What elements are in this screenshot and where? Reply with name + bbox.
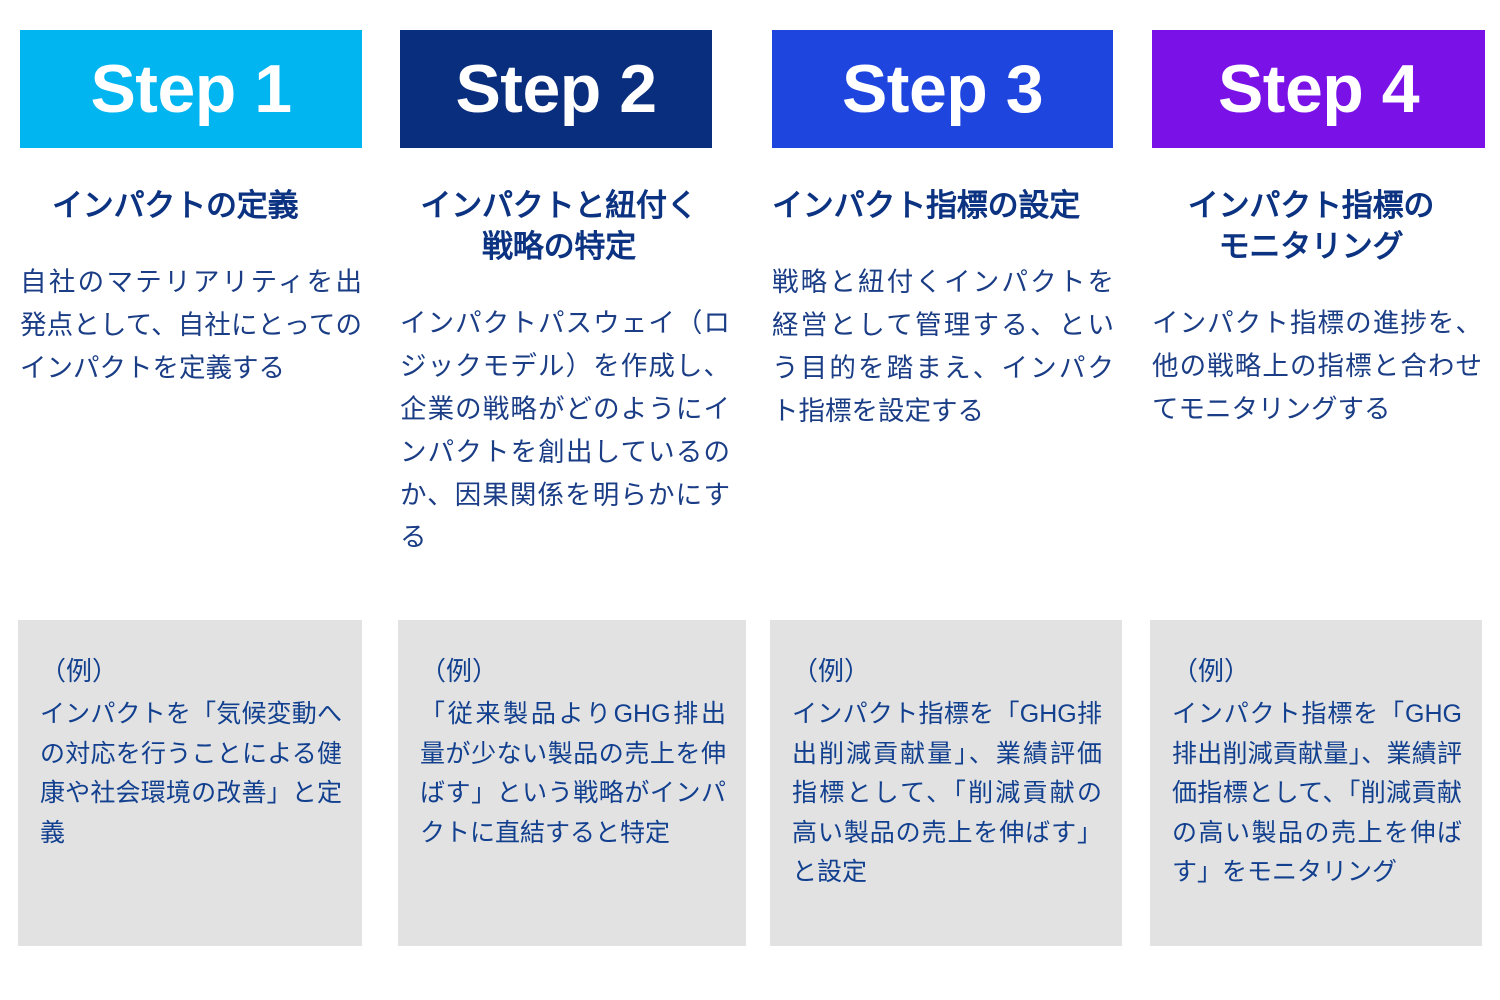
step-badge-3: Step 3	[772, 30, 1113, 148]
step-title-4: インパクト指標の モニタリング	[1187, 188, 1435, 264]
step-column-1: Step 1 インパクトの定義 自社のマテリアリティを出発点として、自社にとって…	[0, 0, 380, 1000]
example-box-4: （例） インパクト指標を「GHG排出削減貢献量」、業績評価指標として、「削減貢献…	[1150, 620, 1482, 946]
example-text-4: インパクト指標を「GHG排出削減貢献量」、業績評価指標として、「削減貢献の高い製…	[1172, 700, 1462, 887]
step-title-1: インパクトの定義	[52, 188, 299, 223]
step-badge-1: Step 1	[20, 30, 362, 148]
example-text-1: インパクトを「気候変動への対応を行うことによる健康や社会環境の改善」と定義	[40, 700, 342, 847]
step-title-3: インパクト指標の設定	[772, 188, 1080, 223]
example-text-3: インパクト指標を「GHG排出削減貢献量」、業績評価指標として、「削減貢献の高い製…	[792, 700, 1102, 887]
example-label-1: （例）	[40, 656, 119, 686]
example-label-2: （例）	[420, 656, 499, 686]
example-label-3: （例）	[792, 656, 871, 686]
step-title-2: インパクトと紐付く 戦略の特定	[420, 188, 698, 264]
step-badge-4: Step 4	[1152, 30, 1485, 148]
step-column-2: Step 2 インパクトと紐付く 戦略の特定 インパクトパスウェイ（ロジックモデ…	[380, 0, 752, 1000]
step-description-1: 自社のマテリアリティを出発点として、自社にとってのインパクトを定義する	[20, 266, 362, 383]
example-box-1: （例） インパクトを「気候変動への対応を行うことによる健康や社会環境の改善」と定…	[18, 620, 362, 946]
step-badge-2: Step 2	[400, 30, 712, 148]
step-column-4: Step 4 インパクト指標の モニタリング インパクト指標の進捗を、他の戦略上…	[1132, 0, 1500, 1000]
example-box-3: （例） インパクト指標を「GHG排出削減貢献量」、業績評価指標として、「削減貢献…	[770, 620, 1122, 946]
example-label-4: （例）	[1172, 656, 1251, 686]
step-description-2: インパクトパスウェイ（ロジックモデル）を作成し、企業の戦略がどのようにインパクト…	[400, 307, 730, 553]
example-box-2: （例） 「従来製品よりGHG排出量が少ない製品の売上を伸ばす」という戦略がインパ…	[398, 620, 746, 946]
step-description-3: 戦略と紐付くインパクトを経営として管理する、という目的を踏まえ、インパクト指標を…	[772, 266, 1114, 426]
step-column-3: Step 3 インパクト指標の設定 戦略と紐付くインパクトを経営として管理する、…	[752, 0, 1132, 1000]
step-description-4: インパクト指標の進捗を、他の戦略上の指標と合わせてモニタリングする	[1152, 307, 1482, 424]
example-text-2: 「従来製品よりGHG排出量が少ない製品の売上を伸ばす」という戦略がインパクトに直…	[420, 700, 726, 847]
